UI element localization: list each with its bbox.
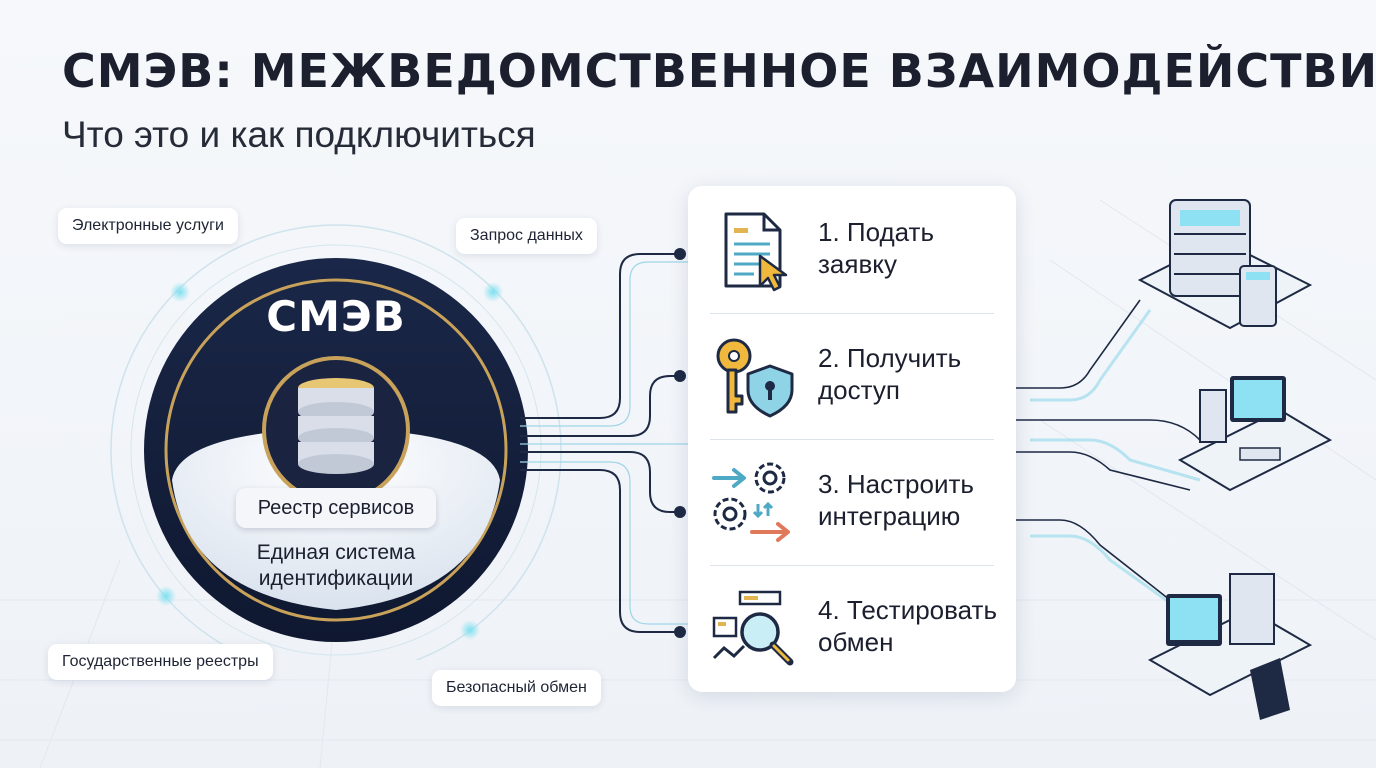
step-label: 3. Настроить интеграцию: [818, 469, 974, 531]
workstation-icon: [1177, 376, 1333, 492]
feature-electronic-services: Электронные услуги: [58, 208, 238, 244]
feature-state-registries: Государственные реестры: [48, 644, 273, 680]
step-configure-integration: 3. Настроить интеграцию: [688, 438, 1016, 564]
servers-illustration: [1137, 199, 1333, 720]
step-label: 4. Тестировать обмен: [818, 595, 998, 657]
step-label: 1. Подать заявку: [818, 217, 934, 279]
gears-arrows-icon: [712, 462, 790, 542]
step-test-exchange: 4. Тестировать обмен: [688, 564, 1016, 690]
magnifier-test-icon: [712, 590, 794, 666]
hub-title: СМЭВ: [266, 292, 406, 341]
glow-dot: [460, 620, 480, 640]
step-divider: [710, 313, 994, 314]
step-submit-application: 1. Подать заявку: [688, 186, 1016, 312]
page-subtitle: Что это и как подключиться: [62, 114, 536, 155]
glow-dot: [170, 282, 190, 302]
glow-dot: [483, 282, 503, 302]
step-divider: [710, 439, 994, 440]
connector-node: [674, 506, 686, 518]
feature-secure-exchange: Безопасный обмен: [432, 670, 601, 706]
page-title: СМЭВ: МЕЖВЕДОМСТВЕННОЕ ВЗАИМОДЕЙСТВИЕ: [62, 44, 1376, 98]
step-label: 2. Получить доступ: [818, 343, 962, 405]
identification-system-label: Единая система идентификации: [256, 541, 416, 590]
document-cursor-icon: [724, 212, 788, 292]
feature-data-request: Запрос данных: [456, 218, 597, 254]
service-registry-label: Реестр сервисов: [236, 488, 436, 528]
steps-panel: 1. Подать заявку 2. Получить доступ: [688, 186, 1016, 692]
database-icon: [298, 378, 374, 474]
server-rack-icon: [1137, 199, 1313, 330]
connector-node: [674, 370, 686, 382]
step-divider: [710, 565, 994, 566]
connector-node: [674, 248, 686, 260]
glow-dot: [156, 586, 176, 606]
step-get-access: 2. Получить доступ: [688, 312, 1016, 438]
key-shield-icon: [716, 338, 794, 418]
workstation-icon: [1147, 573, 1313, 720]
connector-node: [674, 626, 686, 638]
